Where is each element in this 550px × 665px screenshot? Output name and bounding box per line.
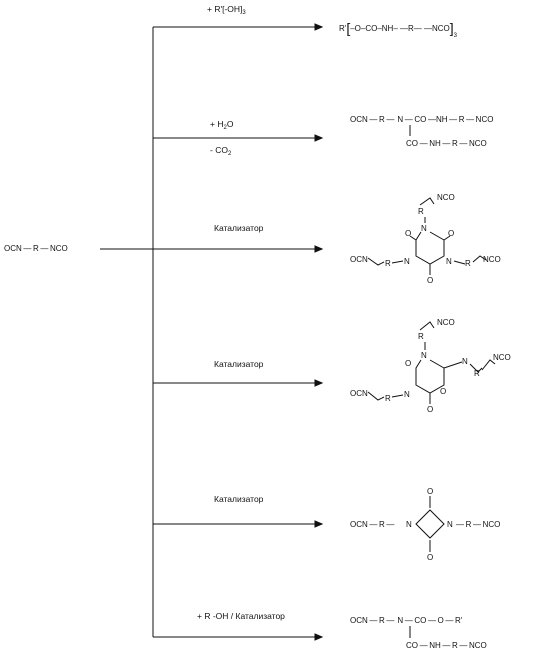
iso-right-r: R — [465, 259, 471, 268]
arrow-4 — [153, 379, 324, 387]
uret-n2: N — [447, 520, 453, 529]
iso-o3: O — [427, 276, 433, 285]
imino-n1: N — [421, 351, 427, 360]
product-biuret: OCN — R —N — CO —NH — R — NCO CO — NH — … — [350, 115, 493, 148]
condition-3: Катализатор — [214, 223, 264, 233]
arrow-1 — [153, 23, 324, 31]
product-uretdione: O O OCN — R — N N — R — NCO — [350, 487, 500, 562]
product-urethane: R'[–O–CO–NH– —R— —NCO]3 — [339, 20, 458, 39]
condition-1: + R'[-OH]3 — [207, 4, 246, 16]
biuret-line1: OCN — R —N — CO —NH — R — NCO — [350, 115, 493, 124]
uret-left: OCN — R — — [350, 520, 394, 529]
iso-n1: N — [421, 224, 427, 233]
allo-line2: CO — NH — R — NCO — [406, 641, 487, 650]
imino-n2: N — [404, 390, 410, 399]
arrowhead-3 — [314, 245, 324, 253]
imino-ring-o: O — [440, 387, 446, 396]
allo-line1: OCN — R —N — CO — O — R' — [350, 616, 463, 625]
urethane-formula: R'[–O–CO–NH– —R— —NCO]3 — [339, 20, 458, 39]
uret-o-top: O — [427, 487, 433, 496]
imino-n-exo: N — [462, 357, 468, 366]
condition-2a: + H2O — [210, 119, 234, 131]
imino-right-r: R — [474, 369, 480, 378]
imino-right-nco: NCO — [493, 353, 511, 362]
iso-left-ocn: OCN — [350, 255, 368, 264]
condition-6: + R -OH / Катализатор — [197, 611, 285, 621]
imino-left-r: R — [385, 394, 391, 403]
imino-o-bottom: O — [427, 405, 433, 414]
iso-top-r: R — [418, 207, 424, 216]
condition-5: Катализатор — [214, 494, 264, 504]
iso-n2: N — [404, 257, 410, 266]
uret-n1: N — [406, 520, 412, 529]
reactant-formula: OCN — R — NCO — [4, 244, 68, 253]
iso-ring — [415, 231, 445, 265]
arrow-6 — [153, 633, 324, 641]
uret-ring — [415, 509, 445, 539]
imino-left-ocn: OCN — [350, 389, 368, 398]
iso-right-nco: NCO — [483, 255, 501, 264]
arrow-5 — [153, 520, 324, 528]
condition-4: Катализатор — [214, 359, 264, 369]
uret-right: — R — NCO — [456, 520, 500, 529]
iso-top-nco: NCO — [437, 193, 455, 202]
iso-o2: O — [405, 229, 411, 238]
product-allophanate: OCN — R —N — CO — O — R' CO — NH — R — N… — [350, 616, 487, 650]
imino-top-nco: NCO — [437, 318, 455, 327]
product-iminooxadiazinedione: NCO R N O N R NCO O N O OCN R — [350, 318, 511, 414]
iso-top-chain — [419, 197, 435, 206]
arrow-2 — [153, 134, 324, 142]
condition-2b: - CO2 — [210, 145, 232, 157]
biuret-line2: CO — NH — R — NCO — [406, 139, 487, 148]
product-isocyanurate: NCO R N O O O N N OCN R R NCO — [350, 193, 501, 285]
imino-o-top: O — [405, 359, 411, 368]
iso-n3: N — [446, 257, 452, 266]
iso-o1: O — [448, 229, 454, 238]
uret-o-bottom: O — [427, 553, 433, 562]
iso-left-r: R — [385, 259, 391, 268]
imino-top-r: R — [418, 332, 424, 341]
